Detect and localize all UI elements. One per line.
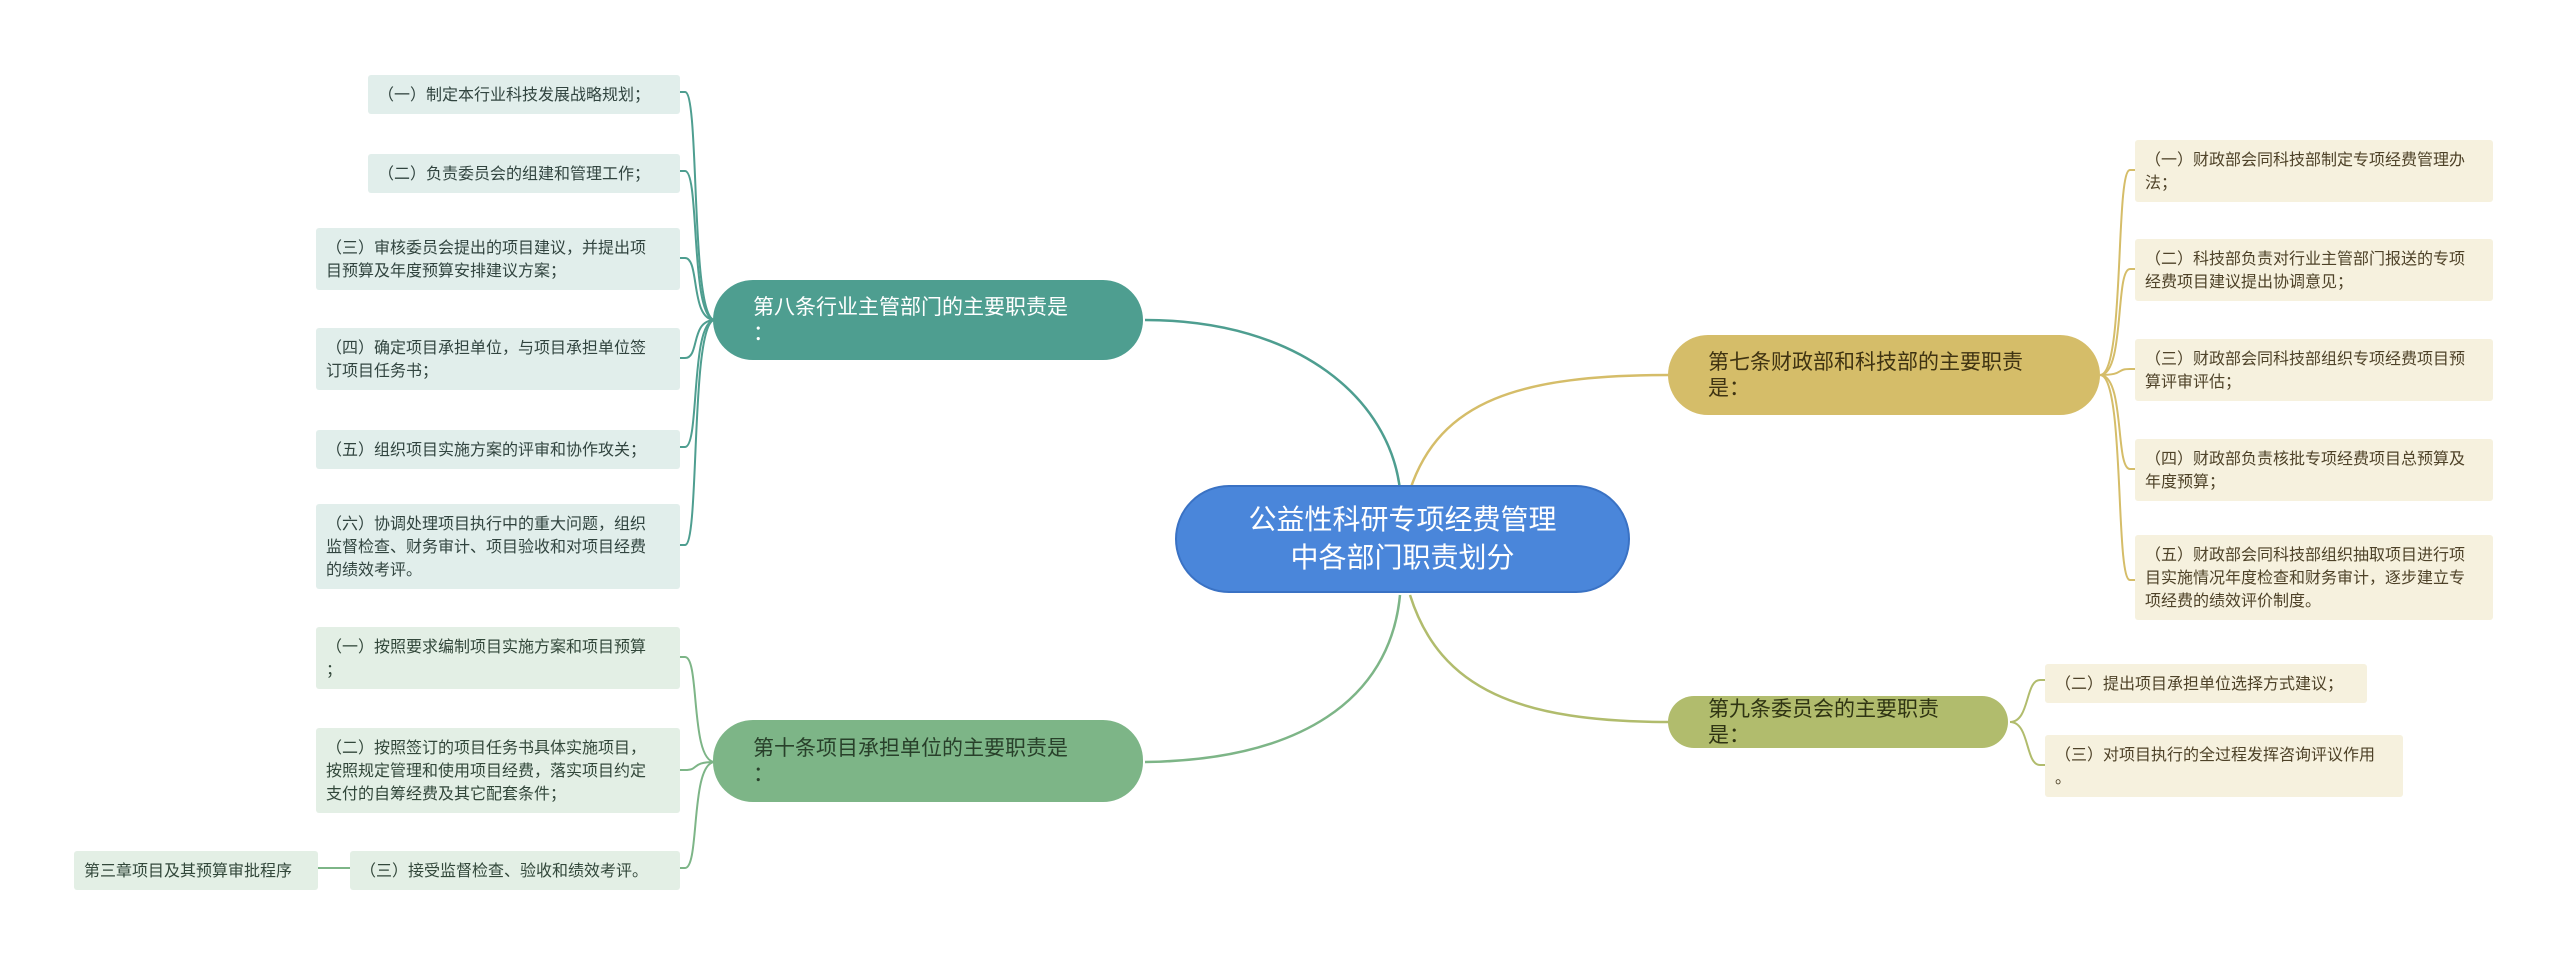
art8-item-1[interactable]: （一）制定本行业科技发展战略规划； bbox=[368, 75, 680, 114]
art9-item-1[interactable]: （二）提出项目承担单位选择方式建议； bbox=[2045, 664, 2367, 703]
branch-article-7-label: 第七条财政部和科技部的主要职责 是： bbox=[1708, 350, 2023, 400]
root-topic-label: 公益性科研专项经费管理 中各部门职责划分 bbox=[1248, 503, 1557, 574]
branch-article-10[interactable]: 第十条项目承担单位的主要职责是 ： bbox=[713, 720, 1143, 802]
art7-item-4[interactable]: （四）财政部负责核批专项经费项目总预算及 年度预算； bbox=[2135, 439, 2493, 501]
art8-item-4[interactable]: （四）确定项目承担单位，与项目承担单位签 订项目任务书； bbox=[316, 328, 680, 390]
art10-item-3[interactable]: （三）接受监督检查、验收和绩效考评。 bbox=[350, 851, 680, 890]
art8-item-3[interactable]: （三）审核委员会提出的项目建议，并提出项 目预算及年度预算安排建议方案； bbox=[316, 228, 680, 290]
art10-item-2[interactable]: （二）按照签订的项目任务书具体实施项目， 按照规定管理和使用项目经费，落实项目约… bbox=[316, 728, 680, 813]
chapter-3-topic[interactable]: 第三章项目及其预算审批程序 bbox=[74, 851, 318, 890]
art7-item-3[interactable]: （三）财政部会同科技部组织专项经费项目预 算评审评估； bbox=[2135, 339, 2493, 401]
art7-item-2[interactable]: （二）科技部负责对行业主管部门报送的专项 经费项目建议提出协调意见； bbox=[2135, 239, 2493, 301]
art8-item-6[interactable]: （六）协调处理项目执行中的重大问题，组织 监督检查、财务审计、项目验收和对项目经… bbox=[316, 504, 680, 589]
art10-item-1[interactable]: （一）按照要求编制项目实施方案和项目预算 ； bbox=[316, 627, 680, 689]
art7-item-5[interactable]: （五）财政部会同科技部组织抽取项目进行项 目实施情况年度检查和财务审计，逐步建立… bbox=[2135, 535, 2493, 620]
art8-item-5[interactable]: （五）组织项目实施方案的评审和协作攻关； bbox=[316, 430, 680, 469]
links-art10 bbox=[318, 656, 716, 869]
branch-article-8-label: 第八条行业主管部门的主要职责是 ： bbox=[753, 295, 1068, 345]
links-art9 bbox=[2009, 679, 2045, 766]
links-art8 bbox=[680, 91, 716, 546]
link-root-art7 bbox=[1408, 373, 1671, 491]
link-root-art10 bbox=[1144, 594, 1402, 764]
art7-item-1[interactable]: （一）财政部会同科技部制定专项经费管理办 法； bbox=[2135, 140, 2493, 202]
branch-article-10-label: 第十条项目承担单位的主要职责是 ： bbox=[753, 736, 1068, 786]
branch-article-9[interactable]: 第九条委员会的主要职责是： bbox=[1668, 696, 2008, 748]
branch-article-9-label: 第九条委员会的主要职责是： bbox=[1708, 697, 1939, 747]
link-root-art9 bbox=[1408, 594, 1671, 724]
art8-item-2[interactable]: （二）负责委员会的组建和管理工作； bbox=[368, 154, 680, 193]
art9-item-2[interactable]: （三）对项目执行的全过程发挥咨询评议作用 。 bbox=[2045, 735, 2403, 797]
branch-article-7[interactable]: 第七条财政部和科技部的主要职责 是： bbox=[1668, 335, 2100, 415]
link-root-art8 bbox=[1144, 318, 1402, 491]
links-art7 bbox=[2099, 169, 2135, 581]
branch-article-8[interactable]: 第八条行业主管部门的主要职责是 ： bbox=[713, 280, 1143, 360]
root-topic[interactable]: 公益性科研专项经费管理 中各部门职责划分 bbox=[1175, 485, 1630, 593]
